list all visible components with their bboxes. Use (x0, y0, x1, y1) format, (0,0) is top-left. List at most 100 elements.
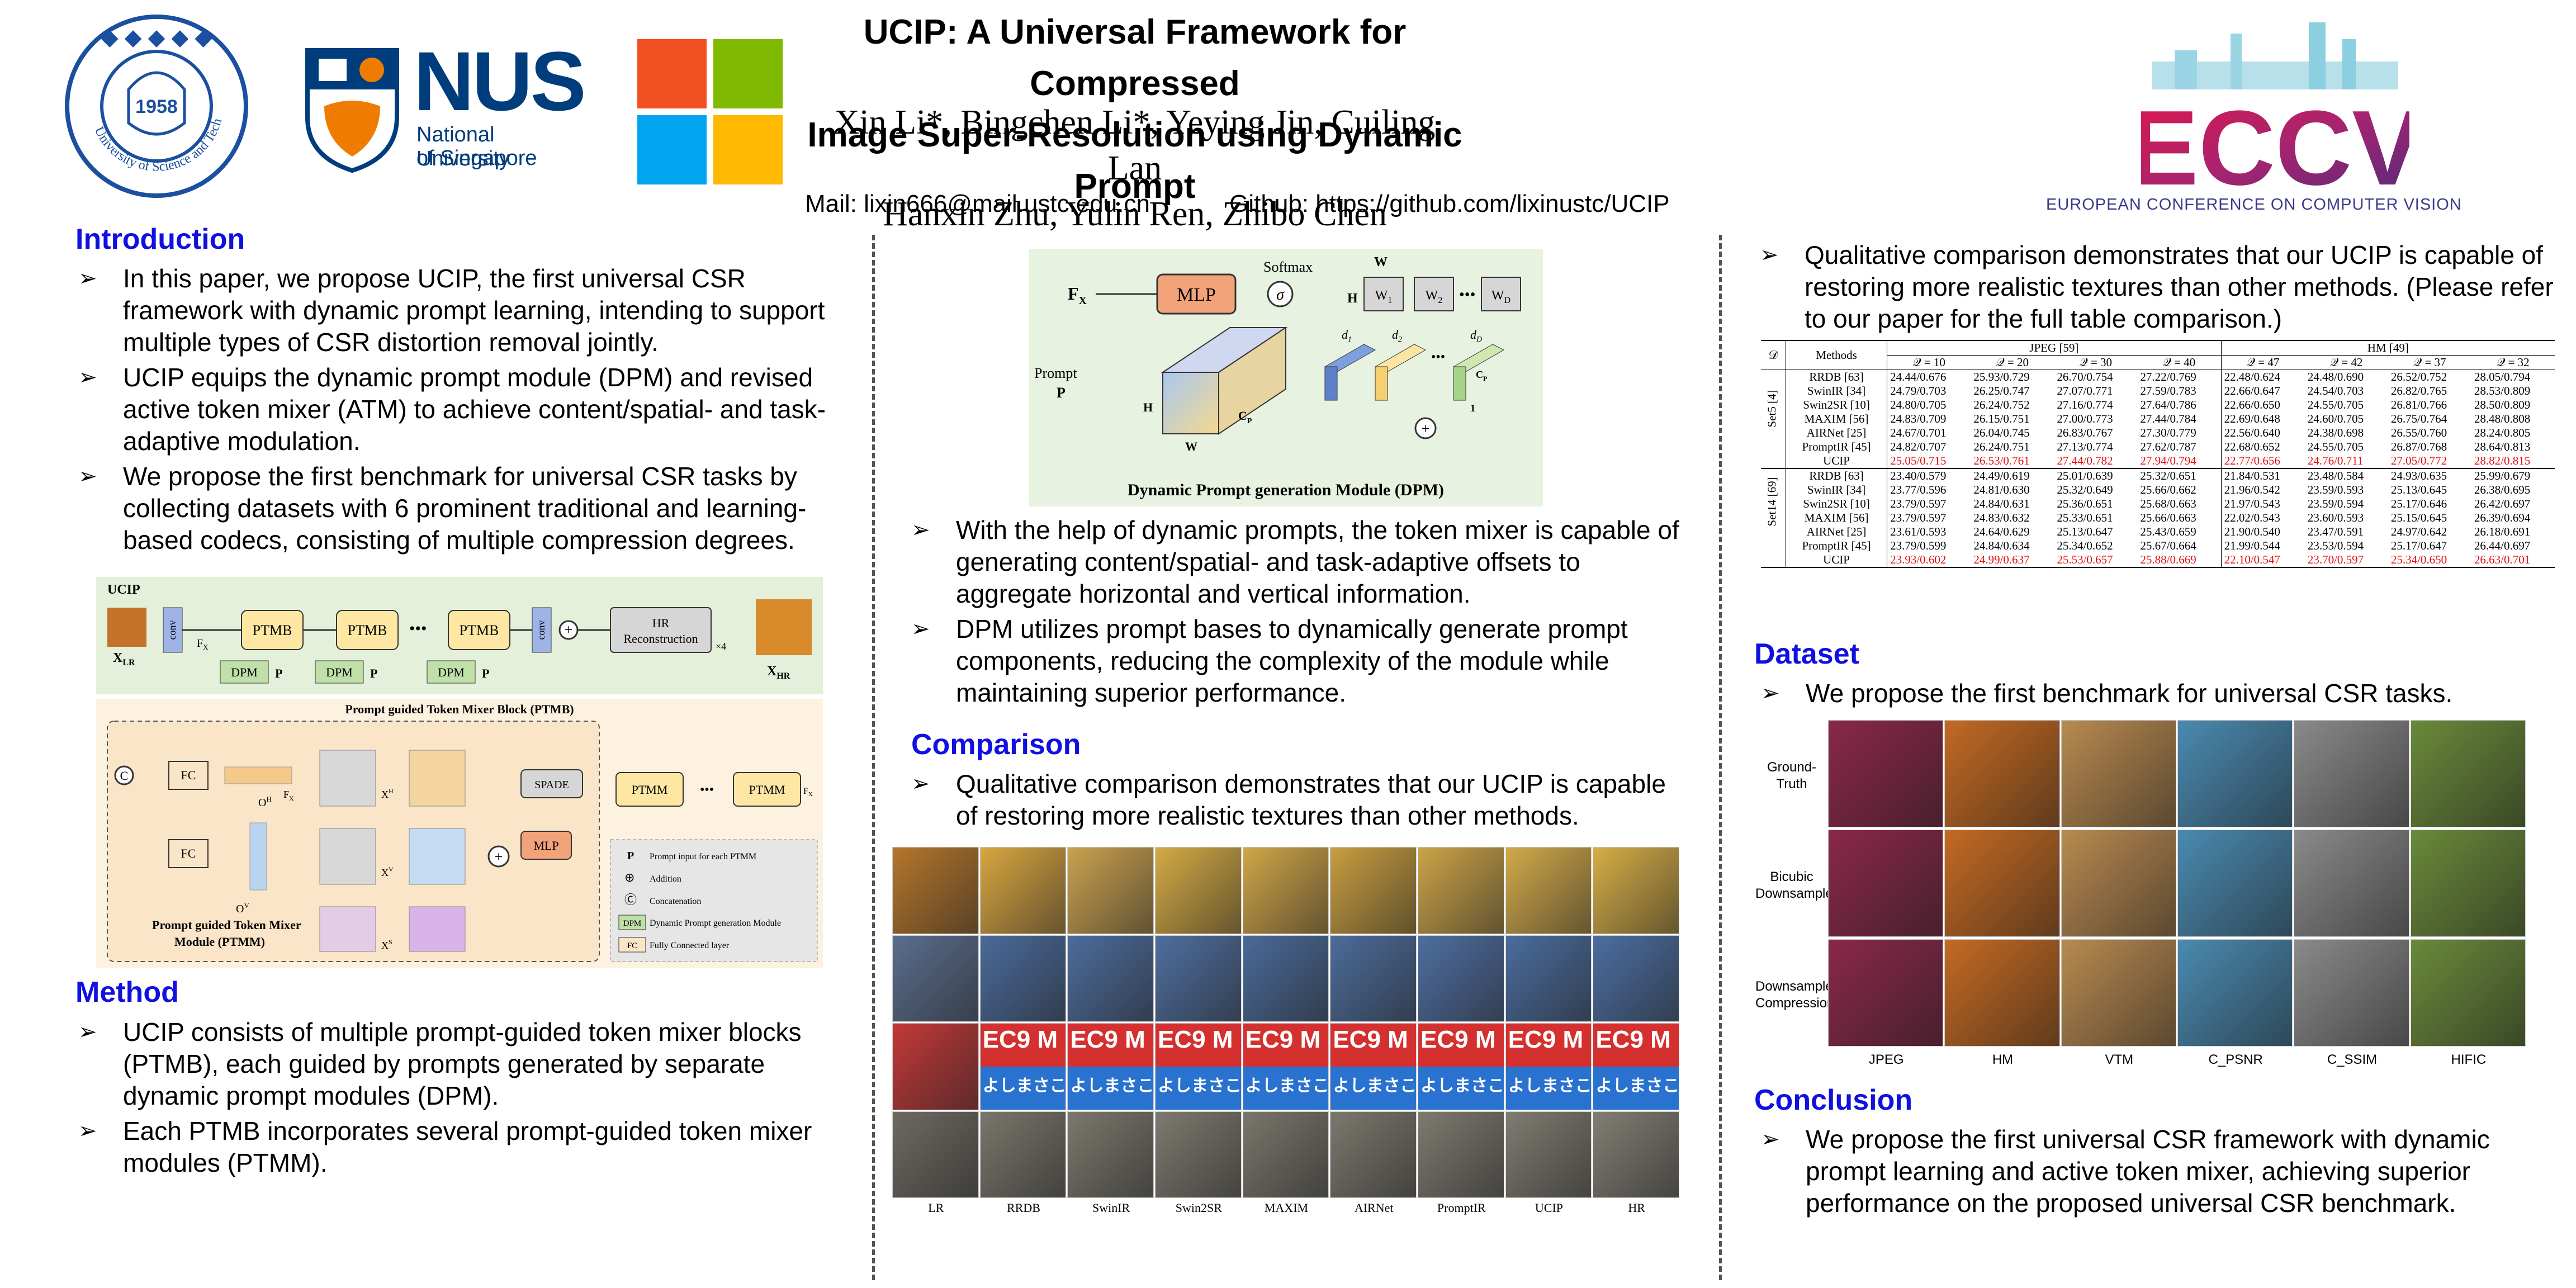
table-method-cell: Swin2SR [10] (1786, 398, 1888, 412)
comparison-image-maxim-row2 (1242, 935, 1329, 1022)
table-value-cell: 27.22/0.769 (2137, 370, 2222, 384)
legend-sym: DPM (623, 919, 642, 928)
table-value-cell: 24.44/0.676 (1890, 370, 1947, 383)
list-item: UCIP equips the dynamic prompt module (D… (78, 362, 855, 457)
dpm-figure: FX MLP Softmax σ H W W1 W2 ••• WD d1 d2 … (1029, 249, 1543, 506)
right-bullets: Qualitative comparison demonstrates that… (1760, 239, 2554, 338)
svg-text:dD: dD (1470, 328, 1482, 344)
table-value-cell: 24.82/0.707 (1890, 440, 1947, 453)
table-value-cell: 25.32/0.649 (2057, 483, 2113, 496)
spade-label: SPADE (534, 779, 569, 791)
table-value-cell: 25.17/0.647 (2390, 539, 2447, 552)
comparison-image-swinir-row1 (1067, 847, 1154, 934)
dataset-row-label: Ground-Truth (1767, 760, 1817, 792)
dpm-fx-label: F (1068, 283, 1079, 304)
table-value-cell: 23.93/0.602 (1890, 553, 1947, 566)
table-value-cell: 23.53/0.594 (2307, 539, 2364, 552)
eccv-sub-text: EUROPEAN CONFERENCE ON COMPUTER VISION (2046, 196, 2462, 214)
middle-bullets: With the help of dynamic prompts, the to… (911, 514, 1694, 712)
upscale-label: ×4 (716, 641, 726, 652)
table-value-cell: 28.64/0.813 (2474, 440, 2531, 453)
table-value-cell: 21.99/0.544 (2224, 539, 2280, 552)
legend-text: Fully Connected layer (650, 941, 730, 950)
table-value-cell: 27.13/0.774 (2057, 440, 2113, 453)
table-header-q: 𝒬 = 47 (2246, 356, 2280, 369)
table-method-cell: UCIP (1786, 553, 1888, 567)
comparison-label-maxim: MAXIM (1264, 1201, 1309, 1215)
github-link[interactable]: Github: https://github.com/lixinustc/UCI… (1229, 190, 1670, 217)
dataset-bullets: We propose the first benchmark for unive… (1761, 678, 2555, 713)
authors-line-1: Xin Li*, Bingchen Li*, Yeying Jin, Cuili… (834, 103, 1436, 187)
comparison-overlay-text: EC9 M (1508, 1026, 1584, 1053)
comparison-label-swin2sr: Swin2SR (1175, 1201, 1222, 1215)
comparison-image-lr-row3 (892, 1023, 979, 1110)
wd-sub: D (1504, 296, 1511, 305)
comparison-image-ucip-row1 (1505, 847, 1592, 934)
authors: Xin Li*, Bingchen Li*, Yeying Jin, Cuili… (805, 100, 1465, 237)
table-value-cell: 28.53/0.809 (2474, 384, 2531, 397)
svg-text:CP: CP (1476, 369, 1487, 382)
p-label: P (370, 666, 377, 680)
ptmb-title: Prompt guided Token Mixer Block (PTMB) (345, 702, 574, 716)
table-value-cell: 26.75/0.764 (2390, 412, 2447, 425)
table-value-cell: 23.60/0.593 (2307, 511, 2364, 524)
xhr-sub: HR (776, 671, 790, 681)
table-value-cell: 26.42/0.697 (2474, 497, 2531, 510)
table-value-cell: 28.05/0.794 (2474, 370, 2531, 383)
conv-label: conv (536, 621, 547, 640)
list-item: We propose the first benchmark for unive… (1761, 678, 2555, 709)
table-value-cell: 27.30/0.779 (2137, 426, 2222, 440)
table-value-cell: 27.00/0.773 (2057, 412, 2113, 425)
table-value-cell: 25.34/0.650 (2390, 553, 2447, 566)
xh-sup: H (389, 787, 394, 795)
concat-label: C (120, 769, 129, 783)
table-value-cell: 25.13/0.647 (2057, 525, 2113, 538)
svg-text:+: + (1422, 420, 1430, 437)
mail-text[interactable]: Mail: lixin666@mail.ustc.edu.cn (805, 190, 1150, 217)
table-value-cell: 25.15/0.645 (2390, 511, 2447, 524)
hr-recon-label-1: HR (652, 616, 670, 630)
table-value-cell: 24.67/0.701 (1890, 426, 1947, 439)
comparison-image-swinir-row2 (1067, 935, 1154, 1022)
fx-label: F (197, 637, 203, 650)
table-header-hm: HM [49] (2221, 340, 2555, 356)
table-value-cell: 26.83/0.767 (2057, 426, 2113, 439)
table-value-cell: 22.77/0.656 (2224, 454, 2280, 467)
table-value-cell: 25.34/0.652 (2057, 539, 2113, 552)
d1-sub: 1 (1348, 335, 1352, 344)
svg-text:•••: ••• (1459, 286, 1475, 304)
dataset-image-hific-row3 (2410, 939, 2526, 1046)
fxij-sub: X (289, 794, 294, 802)
dataset-image-c_psnr-row3 (2177, 939, 2293, 1046)
svg-text:FX: FX (283, 789, 294, 802)
table-method-cell: AIRNet [25] (1786, 525, 1888, 539)
legend-sym: Ⓒ (624, 893, 637, 907)
dataset-image-hm-row1 (1944, 720, 2060, 827)
list-item: Qualitative comparison demonstrates that… (911, 768, 1694, 832)
table-value-cell: 27.16/0.774 (2057, 398, 2113, 411)
table-value-cell: 24.83/0.632 (1973, 511, 2030, 524)
dataset-image-hm-row3 (1944, 939, 2060, 1046)
table-method-cell: Swin2SR [10] (1786, 497, 1888, 511)
comparison-label-promptir: PromptIR (1437, 1201, 1486, 1215)
table-value-cell: 24.79/0.703 (1890, 384, 1947, 397)
comparison-heading: Comparison (911, 728, 1081, 761)
xlr-sub: LR (122, 658, 135, 667)
table-value-cell: 27.62/0.787 (2137, 440, 2222, 454)
svg-text:XV: XV (381, 865, 394, 878)
table-value-cell: 26.44/0.697 (2474, 539, 2531, 552)
fxi1-sub: X (808, 791, 813, 798)
hr-image-thumb (756, 599, 812, 655)
table-method-cell: MAXIM [56] (1786, 412, 1888, 426)
column-divider-left (872, 235, 875, 1280)
comparison-image-rrdb-row4 (979, 1111, 1067, 1198)
ov-label: O (236, 903, 244, 915)
comparison-overlay-text: よしまさこ (1070, 1076, 1152, 1096)
